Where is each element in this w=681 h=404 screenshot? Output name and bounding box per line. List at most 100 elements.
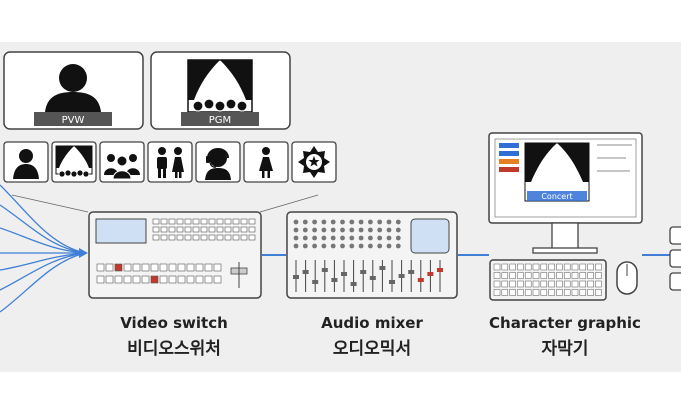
switcher-button (213, 275, 222, 284)
fader-knob (379, 266, 386, 270)
keyboard-key (563, 263, 571, 271)
fader-knob (350, 282, 357, 286)
mixer-knob (340, 219, 345, 225)
switcher-button (213, 263, 222, 272)
keyboard-key (595, 289, 602, 296)
switcher-key (200, 234, 208, 241)
headset-operator-icon (205, 148, 231, 180)
switcher-button (123, 263, 132, 272)
fader-knob (369, 276, 376, 280)
mixer-knob (330, 227, 336, 233)
mixer-knob (377, 243, 383, 249)
mixer-knob (395, 235, 401, 241)
switcher-key (168, 234, 176, 241)
fader-knob (398, 274, 405, 278)
switcher-key (232, 226, 240, 233)
switcher-button (105, 275, 114, 284)
keyboard-key (571, 289, 579, 296)
fader-knob (331, 278, 338, 282)
switcher-key (208, 218, 216, 225)
input-arrow-icon (79, 248, 88, 258)
keyboard-key (579, 272, 587, 279)
keyboard-key (509, 289, 516, 296)
keyboard-key (563, 272, 571, 279)
keyboard-key (587, 280, 594, 288)
switcher-button (150, 275, 159, 284)
switcher-key (160, 234, 168, 241)
mixer-knob (293, 235, 299, 241)
fader-knob (321, 268, 328, 272)
switcher-key (192, 226, 200, 233)
switcher-button (186, 275, 195, 284)
switcher-button (186, 263, 195, 272)
keyboard-key (517, 272, 524, 279)
keyboard-key (524, 289, 532, 296)
fader-knob (293, 275, 299, 279)
switcher-key (152, 234, 160, 241)
keyboard-key (548, 263, 555, 271)
mixer-knob (302, 219, 308, 225)
mixer-knob (312, 235, 317, 241)
mixer-knob (386, 219, 392, 225)
keyboard-key (556, 272, 563, 279)
mixer-knob (312, 219, 317, 225)
switcher-button (96, 275, 105, 284)
switcher-key (168, 226, 176, 233)
switcher-button (204, 275, 213, 284)
switcher-key (248, 226, 256, 233)
guide-line-right (259, 194, 319, 213)
stage-curtain-icon (55, 145, 93, 178)
mixer-knob (368, 219, 373, 225)
keyboard-key (579, 263, 587, 271)
mixer-knob (302, 235, 308, 241)
keyboard-key (501, 289, 509, 296)
switcher-button (96, 263, 105, 272)
mixer-knob (340, 227, 345, 233)
switcher-key (184, 226, 192, 233)
keyboard-key (595, 280, 602, 288)
switcher-button (177, 263, 186, 272)
source-tile-stage (51, 141, 97, 183)
switcher-key (192, 218, 200, 225)
pvw-monitor: PVW (3, 51, 144, 130)
character-graphic-label-en: Character graphic (489, 314, 641, 332)
keyboard-key (548, 280, 555, 288)
mixer-knob (386, 227, 392, 233)
mixer-knob (293, 227, 299, 233)
switcher-button (195, 263, 204, 272)
character-graphic-station: Concert (488, 132, 643, 301)
switcher-key (176, 218, 184, 225)
audio-mixer-device (286, 211, 458, 299)
keyboard-key (532, 272, 540, 279)
switcher-key (168, 218, 176, 225)
mixer-knob (368, 227, 373, 233)
switcher-key (240, 226, 248, 233)
woman-icon (259, 147, 273, 178)
keyboard-key (532, 289, 540, 296)
video-switch-label-en: Video switch (120, 314, 228, 332)
fader-knob (417, 278, 424, 282)
switcher-key (152, 226, 160, 233)
keyboard-key (579, 280, 587, 288)
keyboard-key (595, 263, 602, 271)
keyboard-key (556, 289, 563, 296)
switcher-button (123, 275, 132, 284)
keyboard-key (517, 280, 524, 288)
switcher-button (114, 275, 123, 284)
keyboard-key (595, 272, 602, 279)
switcher-key (160, 226, 168, 233)
switcher-key (232, 234, 240, 241)
mixer-knob (302, 227, 308, 233)
keyboard-key (571, 280, 579, 288)
mixer-knob (349, 243, 355, 249)
keyboard-key (501, 280, 509, 288)
switcher-button (141, 275, 150, 284)
keyboard-key (563, 289, 571, 296)
mixer-knob (349, 219, 355, 225)
mixer-knob (302, 243, 308, 249)
keyboard-key (540, 280, 548, 288)
keyboard-key (509, 272, 516, 279)
switcher-key (224, 234, 232, 241)
keyboard-key (540, 263, 548, 271)
